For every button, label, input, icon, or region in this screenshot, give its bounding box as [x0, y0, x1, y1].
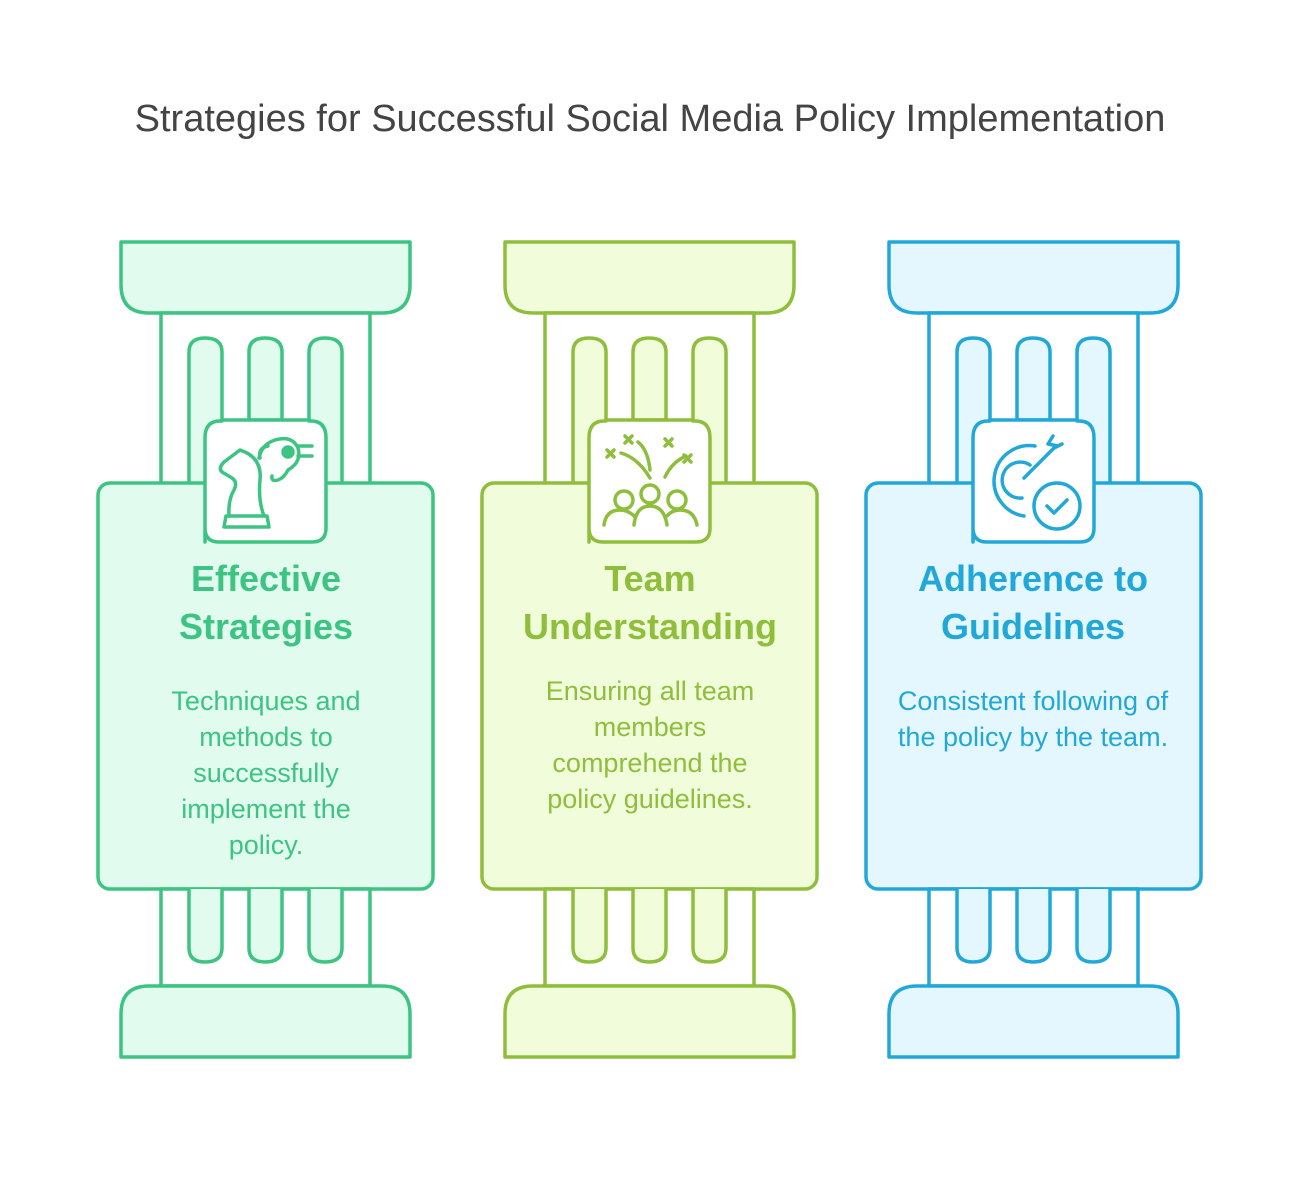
card-description: Ensuring all team members comprehend the…	[545, 676, 755, 814]
card-heading: Team Understanding	[485, 555, 815, 651]
card-heading-line: Guidelines	[940, 606, 1126, 647]
card-heading: Effective Strategies	[101, 555, 431, 651]
target-check-icon	[992, 434, 1082, 531]
page-title: Strategies for Successful Social Media P…	[134, 98, 1166, 140]
card-heading-line: Understanding	[522, 606, 777, 647]
card-description: Consistent following of the policy by th…	[897, 686, 1169, 752]
card-heading-line: Strategies	[178, 606, 354, 647]
card-team-understanding: Team Understanding Ensuring all team mem…	[485, 555, 815, 817]
card-effective-strategies: Effective Strategies Techniques and meth…	[101, 555, 431, 863]
chess-knight-strategy-icon	[218, 436, 314, 529]
card-heading-line: Effective	[190, 558, 342, 599]
card-heading-line: Team	[604, 558, 696, 599]
card-adherence-to-guidelines: Adherence to Guidelines Consistent follo…	[868, 555, 1198, 755]
card-heading-line: Adherence to	[917, 558, 1149, 599]
team-celebration-icon	[602, 434, 699, 527]
card-description: Techniques and methods to successfully i…	[171, 686, 361, 860]
card-heading: Adherence to Guidelines	[868, 555, 1198, 651]
